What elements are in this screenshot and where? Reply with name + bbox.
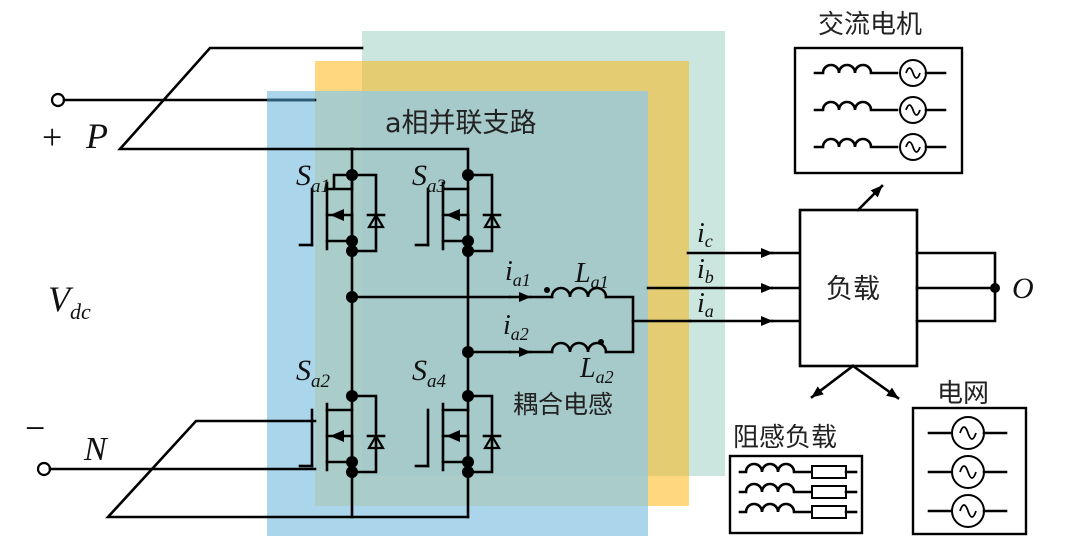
switch-sa1 xyxy=(298,169,386,257)
arrow-to-grid xyxy=(851,364,900,400)
load-block xyxy=(798,208,919,368)
plus-sign: + xyxy=(42,117,62,157)
label-ic: ic xyxy=(697,218,713,251)
label-sa2: Sa2 xyxy=(296,354,331,392)
ac-motor-label: 交流电机 xyxy=(818,10,922,40)
label-la2: La2 xyxy=(579,353,614,387)
dc-bus-wires xyxy=(36,46,470,519)
label-sa1: Sa1 xyxy=(296,159,330,197)
terminal-p xyxy=(50,92,66,108)
switch-sa2 xyxy=(298,390,386,478)
load-label: 负载 xyxy=(826,274,880,305)
o-label: O xyxy=(1012,272,1034,305)
coupled-inductor-label: 耦合电感 xyxy=(513,390,613,419)
terminal-n xyxy=(36,461,52,477)
vdc-label: Vdc xyxy=(48,279,91,324)
grid-box xyxy=(911,406,1028,536)
label-sa4: Sa4 xyxy=(412,354,447,392)
phase-branch-label: a相并联支路 xyxy=(385,108,537,139)
label-la1: La1 xyxy=(574,258,609,292)
phase-a-over-bc xyxy=(362,91,648,476)
label-ia2: ia2 xyxy=(503,310,529,344)
label-ia: ia xyxy=(697,288,714,321)
p-label: P xyxy=(85,116,108,156)
ac-motor-box xyxy=(793,46,964,175)
minus-sign: − xyxy=(25,408,45,448)
grid-label: 电网 xyxy=(937,379,989,409)
label-ia1: ia1 xyxy=(505,256,531,290)
rl-load-label: 阻感负载 xyxy=(733,423,837,453)
output-lines xyxy=(646,248,802,326)
arrow-to-motor xyxy=(856,184,884,212)
switch-sa3 xyxy=(414,169,502,257)
label-sa3: Sa3 xyxy=(412,159,446,197)
rl-load-box xyxy=(728,454,864,535)
switch-sa4 xyxy=(414,390,502,478)
arrow-to-rl-load xyxy=(810,364,855,399)
label-ib: ib xyxy=(697,254,714,287)
n-label: N xyxy=(83,431,109,468)
